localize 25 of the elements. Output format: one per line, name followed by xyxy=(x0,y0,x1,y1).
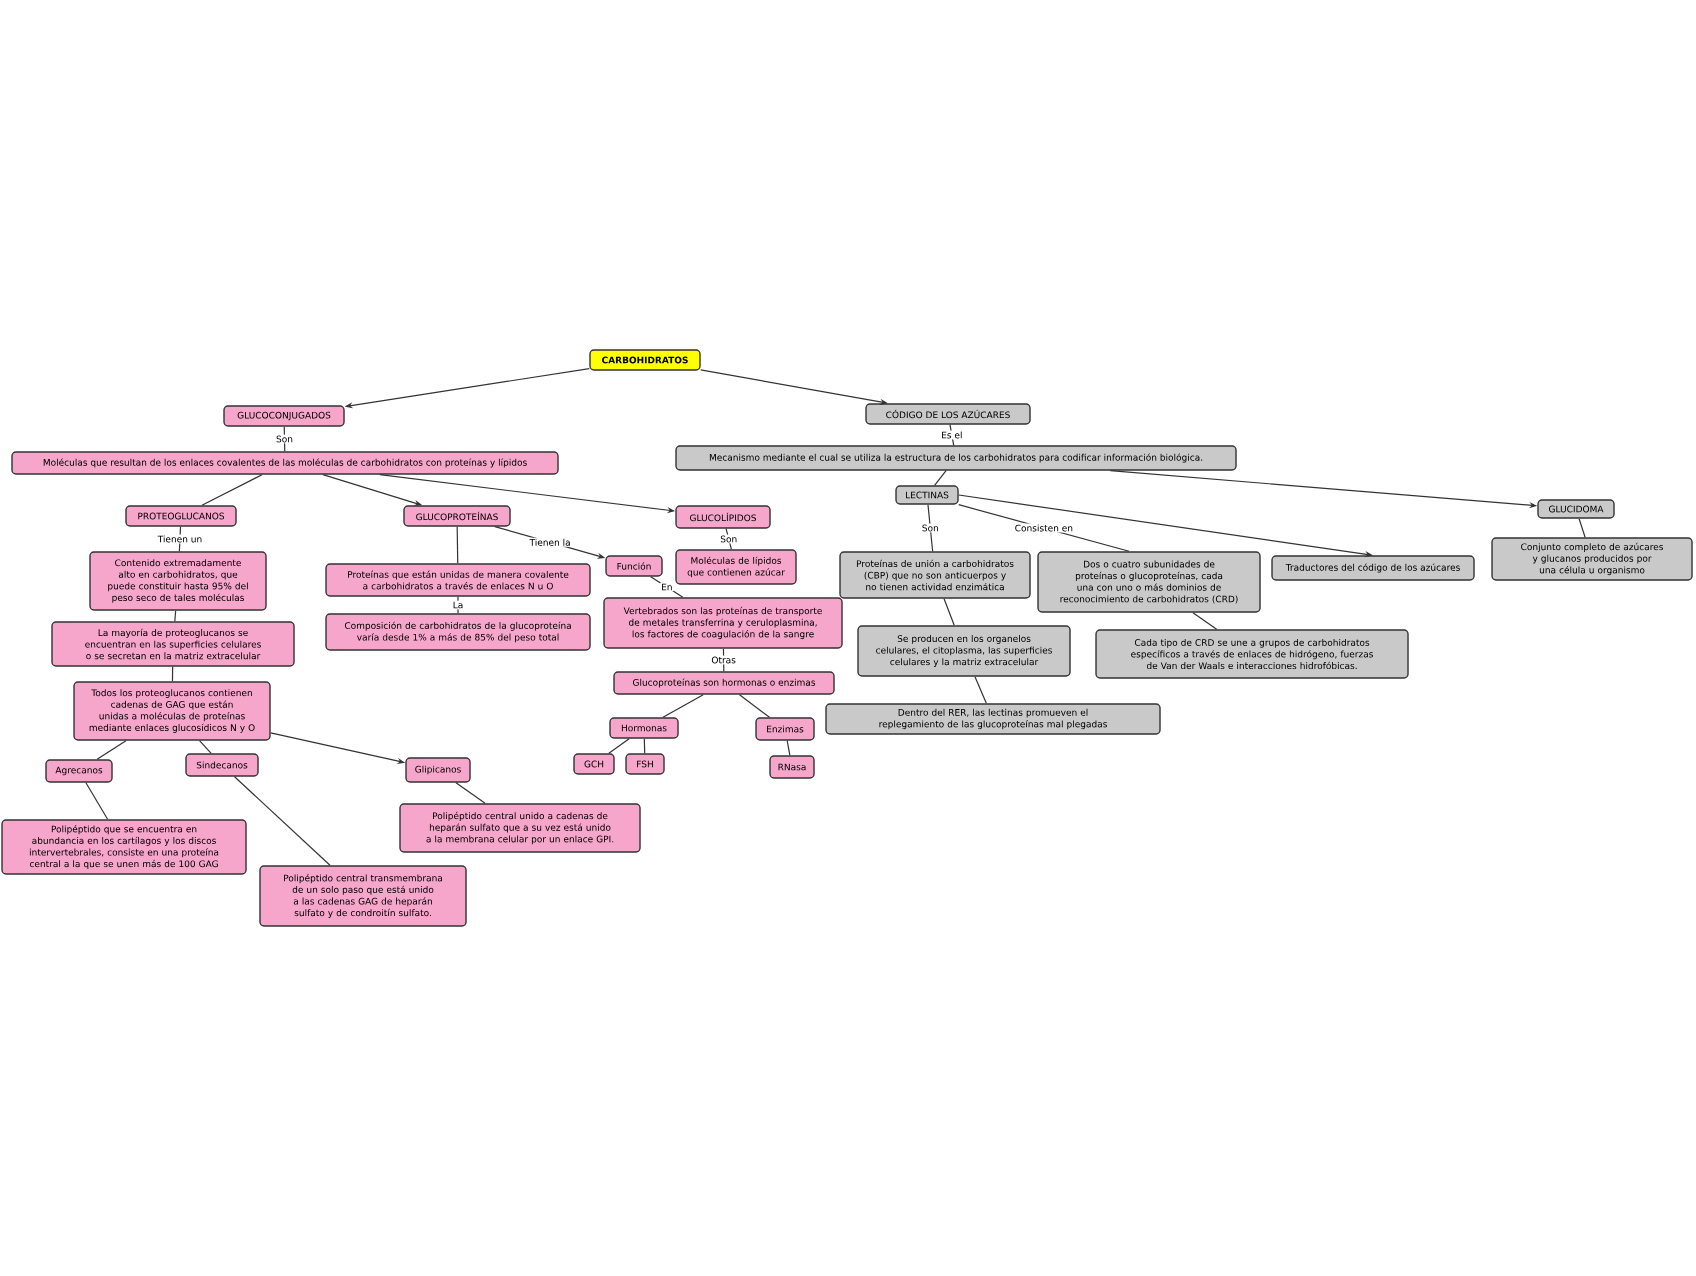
connector-line xyxy=(455,782,486,804)
connector-line xyxy=(1578,518,1586,538)
connector-line xyxy=(85,782,109,820)
connector-line xyxy=(171,666,174,682)
connector-line xyxy=(96,740,127,760)
connector-line xyxy=(949,424,955,446)
connector-line xyxy=(643,738,646,754)
connector-line xyxy=(974,676,987,704)
connector-line xyxy=(934,470,947,486)
connector-line xyxy=(198,740,212,754)
connector-line xyxy=(1192,612,1218,630)
connector-line xyxy=(201,474,263,506)
connector-line xyxy=(662,694,704,718)
connector-line xyxy=(943,598,955,626)
connector-line xyxy=(725,528,732,550)
connector-line xyxy=(456,526,459,564)
connector-line xyxy=(786,740,791,756)
connector-line xyxy=(178,526,182,552)
connector-line xyxy=(650,576,684,598)
connector-line xyxy=(927,504,934,552)
connector-line xyxy=(174,610,177,622)
connector-line xyxy=(283,426,286,452)
connector-line xyxy=(234,776,331,866)
connector-line xyxy=(608,738,630,754)
connector-line xyxy=(738,694,771,718)
